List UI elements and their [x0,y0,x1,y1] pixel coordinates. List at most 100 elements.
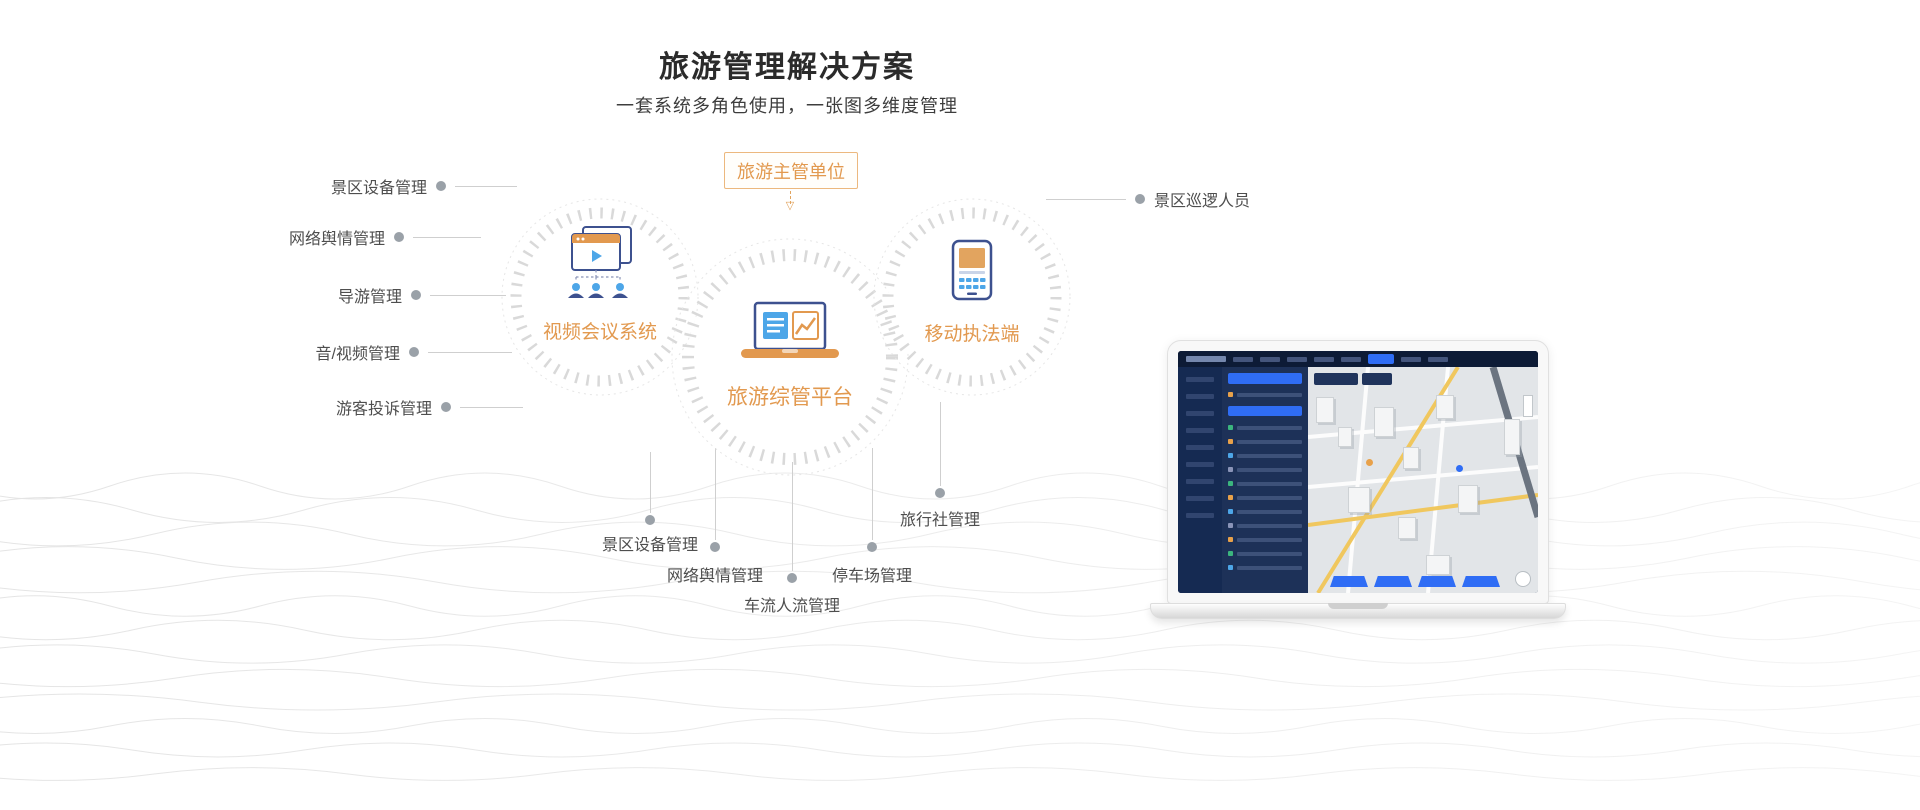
map-toolbar-buttons [1330,576,1500,587]
map-zoom-control [1523,395,1533,417]
bottom-label: 停车场管理 [831,568,912,585]
background-waves [0,472,1920,781]
dashboard-body [1178,367,1538,593]
nav-item-bar [1233,356,1253,362]
panel-row [1228,551,1302,556]
left-label: 网络舆情管理 [288,231,385,248]
connector-line [650,452,651,513]
laptop-screen [1167,340,1549,604]
map-tool-button [1374,576,1412,587]
mobile-terminal-icon [949,239,995,308]
left-connector-row: 游客投诉管理 [336,395,523,419]
panel-row [1228,453,1302,458]
sidebar-item-bar [1186,428,1214,433]
status-chip [1228,481,1233,486]
sidebar-item-bar [1186,394,1214,399]
connector-line [940,402,941,486]
map-building [1398,517,1416,539]
map-building [1316,397,1334,423]
wave-line [0,767,1920,781]
connector-line [430,294,506,296]
left-label: 导游管理 [337,289,402,306]
authority-box: 旅游主管单位 [724,152,858,189]
row-bar [1237,509,1302,514]
left-connector-row: 音/视频管理 [316,340,512,364]
nav-item-bar [1368,354,1394,364]
left-connector-row: 导游管理 [338,283,506,307]
nav-item-bar [1401,356,1421,362]
page-title: 旅游管理解决方案 [659,51,915,84]
map-building [1458,485,1478,513]
sidebar-item-bar [1186,479,1214,484]
management-platform-icon [740,301,840,368]
connector-dot [710,542,720,552]
left-label: 音/视频管理 [315,346,400,363]
status-chip [1228,392,1233,397]
row-bar [1237,551,1302,556]
node-label: 视频会议系统 [542,322,657,343]
dashboard-sidebar [1178,367,1222,593]
right-label: 景区巡逻人员 [1154,193,1251,210]
map-tool-button [1418,576,1456,587]
status-chip [1228,537,1233,542]
panel-row [1228,495,1302,500]
sidebar-item-bar [1186,513,1214,518]
status-chip [1228,495,1233,500]
wave-line [0,546,1920,570]
node-mobile-enforcement: 移动执法端 [870,195,1074,399]
down-arrow-icon: ▽ [785,200,795,212]
connector-line [428,351,512,353]
dashboard-screenshot [1178,351,1538,593]
dashboard-nav [1233,354,1448,364]
nav-item-bar [1428,356,1448,362]
status-chip [1228,523,1233,528]
panel-row [1228,439,1302,444]
node-label: 移动执法端 [924,324,1020,345]
panel-row [1228,523,1302,528]
wave-line [0,521,1920,547]
map-building [1504,419,1520,455]
row-bar [1237,495,1302,500]
nav-item-bar [1260,356,1280,362]
wave-line [0,619,1920,641]
connector-dot [1135,194,1145,204]
wave-line [0,497,1920,523]
map-tool-button [1462,576,1500,587]
laptop-notch [1328,603,1388,609]
row-bar [1237,439,1302,444]
connector-dot [787,573,797,583]
dashboard-panel [1222,367,1308,593]
sidebar-item-bar [1186,496,1214,501]
panel-button [1228,373,1302,384]
panel-row [1228,537,1302,542]
map-building [1338,427,1352,447]
node-label: 旅游综管平台 [727,386,853,409]
bottom-label: 网络舆情管理 [666,568,763,585]
map-pin [1366,459,1373,466]
map-tool-button [1330,576,1368,587]
panel-row [1228,406,1302,416]
row-bar [1237,425,1302,430]
map-pin [1456,465,1463,472]
status-chip [1228,453,1233,458]
map-building [1374,407,1394,437]
dashboard-logo [1186,356,1226,362]
panel-list [1228,392,1302,570]
status-chip [1228,565,1233,570]
connector-line [715,448,716,540]
panel-row [1228,392,1302,397]
connector-dot [394,232,404,242]
connector-line [792,462,793,571]
laptop-mockup [1150,340,1566,632]
status-chip [1228,425,1233,430]
panel-row [1228,467,1302,472]
bottom-label: 景区设备管理 [601,537,698,554]
wave-line [0,668,1920,688]
sidebar-item-bar [1186,462,1214,467]
wave-line [0,718,1920,734]
row-bar [1237,453,1302,458]
connector-dot [411,290,421,300]
nav-item-bar [1287,356,1307,362]
wave-line [0,644,1920,664]
map-layer-chip [1362,373,1392,385]
